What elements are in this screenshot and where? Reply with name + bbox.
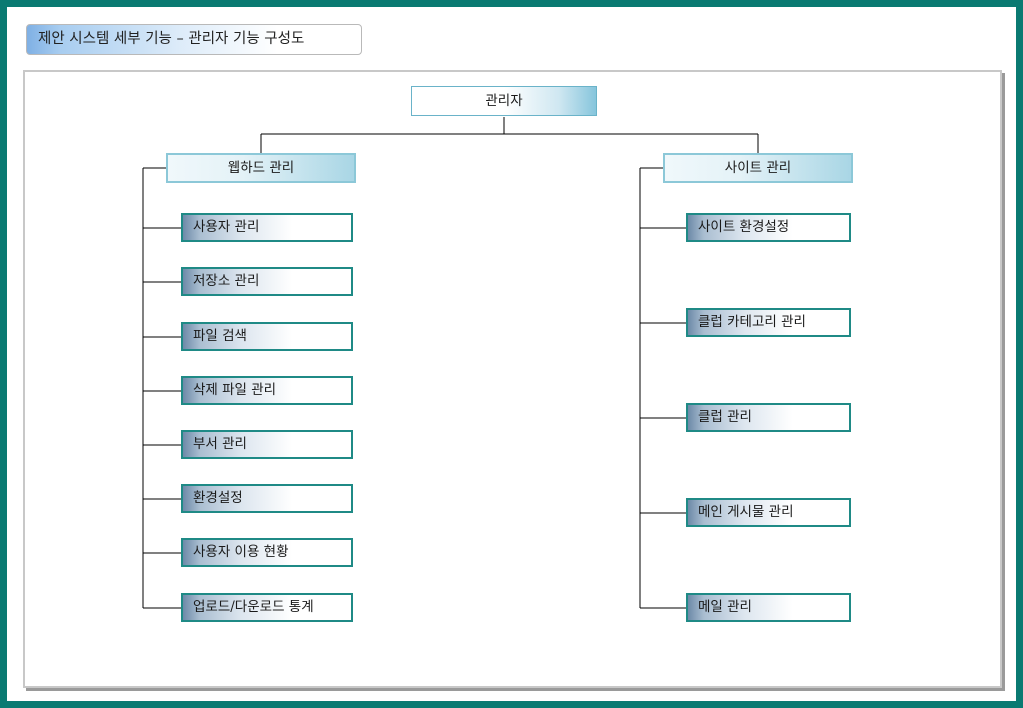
left-leaf-node: 파일 검색 <box>181 322 353 351</box>
branch-node-webhard: 웹하드 관리 <box>166 153 356 183</box>
left-leaf-node: 환경설정 <box>181 484 353 513</box>
left-leaf-node: 부서 관리 <box>181 430 353 459</box>
right-leaf-node: 클럽 관리 <box>686 403 851 432</box>
left-leaf-node: 사용자 이용 현황 <box>181 538 353 567</box>
branch-node-site: 사이트 관리 <box>663 153 853 183</box>
left-leaf-node: 업로드/다운로드 통계 <box>181 593 353 622</box>
left-leaf-node: 사용자 관리 <box>181 213 353 242</box>
page-title: 제안 시스템 세부 기능 – 관리자 기능 구성도 <box>26 24 362 55</box>
right-leaf-node: 메인 게시물 관리 <box>686 498 851 527</box>
right-leaf-node: 메일 관리 <box>686 593 851 622</box>
left-leaf-node: 삭제 파일 관리 <box>181 376 353 405</box>
root-node-admin: 관리자 <box>411 86 597 116</box>
right-leaf-node: 클럽 카테고리 관리 <box>686 308 851 337</box>
right-leaf-node: 사이트 환경설정 <box>686 213 851 242</box>
left-leaf-node: 저장소 관리 <box>181 267 353 296</box>
